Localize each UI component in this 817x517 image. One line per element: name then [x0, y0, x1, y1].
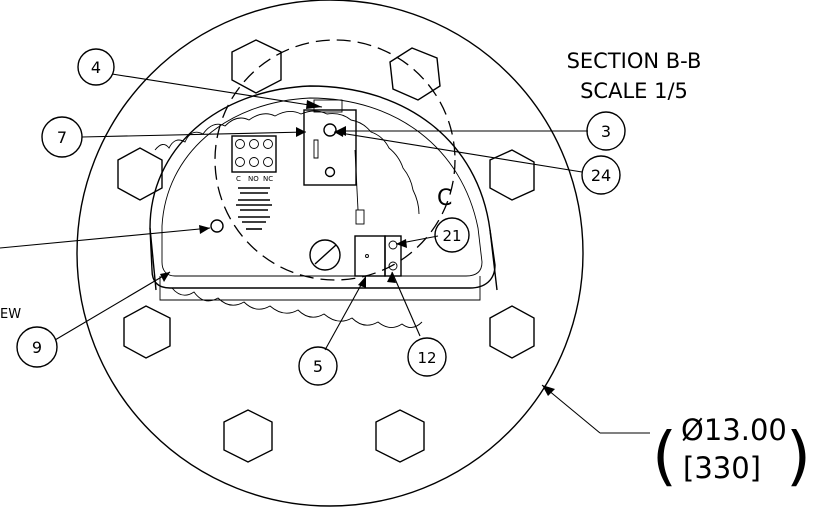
dimension-diameter: Ø13.00 [681, 413, 787, 447]
balloon-21: 21 [434, 217, 470, 253]
housing-wall-right [489, 229, 498, 291]
bolt-hex [489, 149, 535, 201]
balloon-3-label: 3 [601, 122, 611, 141]
switch-assembly [303, 99, 365, 225]
switch-body [303, 109, 357, 186]
balloon-12: 12 [407, 337, 447, 377]
detail-circle-c [214, 39, 456, 281]
balloon-9: 9 [16, 326, 58, 368]
terminal-label-c: C [236, 175, 241, 183]
balloon-21-label: 21 [442, 227, 461, 245]
balloon-24: 24 [581, 155, 621, 195]
housing [149, 85, 498, 328]
bolt-hex [389, 47, 441, 101]
balloon-3: 3 [586, 111, 626, 151]
balloon-24-label: 24 [591, 166, 611, 185]
bracket-hole [365, 254, 369, 258]
bolt-hex [223, 409, 273, 463]
bolt-hex [375, 409, 425, 463]
switch-wire [354, 149, 359, 211]
terminal-label-no: NO [248, 175, 259, 183]
balloon-5: 5 [298, 346, 338, 386]
dimension-paren-right: ) [786, 420, 811, 494]
bolt-hex [117, 147, 163, 201]
housing-bottom-scallop [171, 287, 423, 328]
terminal-plate [231, 135, 277, 173]
bracket-screw-top [388, 240, 398, 250]
switch-lever [313, 139, 319, 159]
switch-screw-bottom [324, 166, 336, 178]
bolt-hex [489, 305, 535, 359]
bracket-screw-bottom [388, 261, 398, 271]
partial-view-label: EW [0, 307, 21, 322]
section-title: SECTION B-B [567, 49, 702, 73]
housing-cavity-inner [161, 97, 483, 277]
balloon-12-label: 12 [417, 349, 436, 367]
bolt-heads [117, 39, 535, 463]
balloon-7: 7 [41, 116, 83, 158]
housing-screw [210, 219, 224, 233]
arrowheads [160, 100, 555, 396]
terminal-block: C NO NC [231, 135, 277, 230]
cable-bushing [309, 239, 341, 271]
detail-label-c: C [437, 186, 452, 211]
housing-cavity-outer [149, 85, 496, 289]
flange-outline [76, 0, 584, 507]
dimension-metric: [330] [683, 451, 761, 485]
terminal-screws [235, 139, 273, 167]
bracket-plate [354, 235, 386, 277]
balloon-9-label: 9 [32, 338, 42, 357]
terminal-label-nc: NC [263, 175, 273, 183]
section-scale: SCALE 1/5 [580, 79, 688, 103]
leader-lines [0, 73, 650, 434]
warning-label-lines [236, 187, 272, 230]
ground-bracket [354, 235, 402, 277]
housing-base [159, 276, 481, 301]
diameter-dimension: ( Ø13.00 [330] ) [652, 413, 811, 494]
balloon-5-label: 5 [313, 357, 323, 376]
balloon-4-label: 4 [91, 58, 101, 77]
switch-screw-top [323, 123, 337, 137]
dimension-paren-left: ( [652, 420, 677, 494]
balloons: 4 7 3 24 21 9 5 12 [16, 48, 626, 386]
wire-connector [355, 209, 365, 225]
balloon-7-label: 7 [57, 128, 67, 147]
bolt-hex [231, 39, 282, 94]
housing-wall-left [149, 227, 157, 291]
balloon-4: 4 [77, 48, 115, 86]
bolt-hex [123, 305, 171, 359]
housing-scallop [154, 110, 420, 215]
